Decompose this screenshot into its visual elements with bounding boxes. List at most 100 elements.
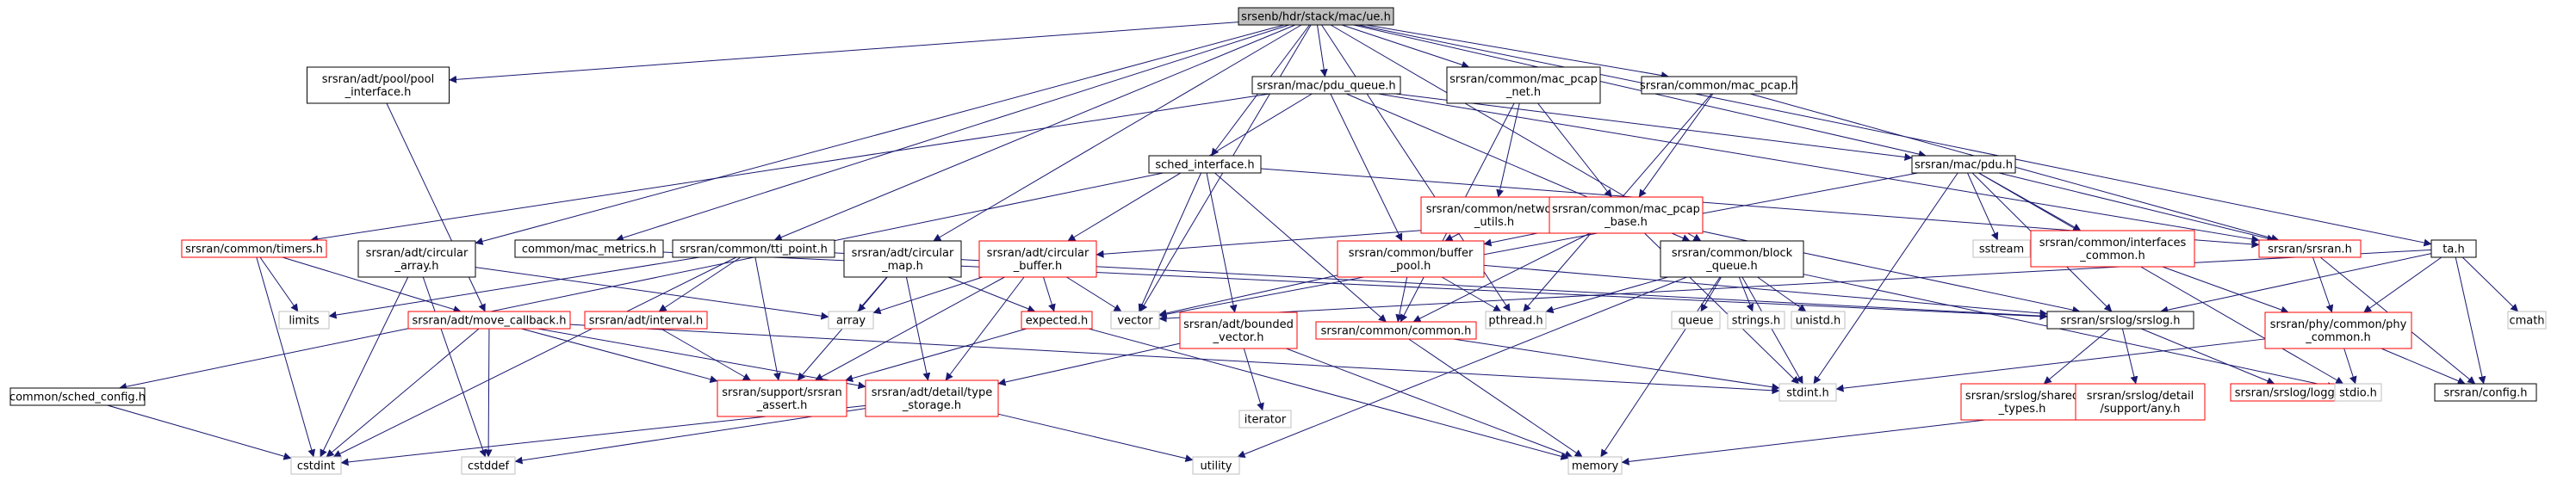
edge-pdu_queue-to-timers: [310, 93, 1270, 244]
edge-block_queue-to-pthread: [1545, 276, 1668, 314]
edge-buffer_pool-to-common_h: [1395, 276, 1408, 323]
node-logger[interactable]: srsran/srslog/logger.h: [2230, 383, 2361, 402]
edge-block_queue-to-stdio: [1803, 274, 2336, 390]
edge-pdu_queue-to-mac_pdu: [1395, 93, 1913, 161]
node-mac_pcap[interactable]: srsran/common/mac_pcap.h: [1640, 76, 1798, 95]
node-move_callback[interactable]: srsran/adt/move_callback.h: [407, 311, 571, 330]
node-label: srsran/adt/pool/pool: [322, 73, 434, 86]
node-circular_buffer[interactable]: srsran/adt/circular_buffer.h: [978, 240, 1097, 278]
node-sched_config[interactable]: common/sched_config.h: [9, 387, 146, 406]
node-box: [1727, 311, 1785, 330]
edge-bounded_vector-to-memory: [1286, 348, 1574, 459]
node-unistd: unistd.h: [1791, 311, 1846, 330]
edge-bounded_vector-to-iterator: [1243, 348, 1264, 411]
node-label: _types.h: [1998, 403, 2046, 416]
node-label: srsran/adt/bounded: [1183, 318, 1294, 331]
node-box: [1567, 456, 1623, 475]
edge-phy_common-to-stdint: [1835, 338, 2266, 392]
node-array: array: [828, 311, 874, 330]
node-block_queue[interactable]: srsran/common/block_queue.h: [1660, 240, 1804, 278]
edge-sched_interface-to-vector: [1138, 172, 1201, 312]
node-pool_interface[interactable]: srsran/adt/pool/pool_interface.h: [307, 66, 450, 104]
node-box: [1315, 321, 1477, 340]
edge-tti_point-to-interval: [658, 256, 742, 312]
node-box: [1238, 7, 1394, 26]
node-box: [1641, 76, 1797, 95]
node-label: _vector.h: [1213, 331, 1264, 344]
edge-sched_interface-to-bounded_vector: [1206, 172, 1238, 313]
node-label: srsran/common/interfaces: [2039, 237, 2187, 250]
node-detail_any[interactable]: srsran/srslog/detail/support/any.h: [2075, 383, 2206, 421]
node-box: [407, 311, 571, 330]
node-buffer_pool[interactable]: srsran/common/buffer_pool.h: [1337, 240, 1485, 278]
node-mac_pcap_net[interactable]: srsran/common/mac_pcap_net.h: [1446, 66, 1601, 104]
node-timers[interactable]: srsran/common/timers.h: [181, 239, 327, 258]
node-box: [1960, 383, 2084, 421]
node-interval[interactable]: srsran/adt/interval.h: [584, 311, 708, 330]
node-pdu_queue[interactable]: srsran/mac/pdu_queue.h: [1251, 76, 1401, 95]
node-config[interactable]: srsran/config.h: [2434, 383, 2537, 402]
edge-block_queue-to-strings: [1738, 276, 1754, 312]
node-label: common/sched_config.h: [9, 392, 146, 404]
node-label: srsran/common/timers.h: [185, 244, 323, 256]
node-box: [2264, 311, 2412, 349]
node-label: srsran/srslog/shared: [1965, 390, 2079, 403]
node-label: srsenb/hdr/stack/mac/ue.h: [1241, 11, 1391, 24]
node-label: array: [836, 315, 866, 328]
node-network_utils[interactable]: srsran/common/network_utils.h: [1420, 196, 1568, 234]
edge-move_callback-to-srsran_assert: [521, 328, 718, 384]
node-box: [1549, 196, 1704, 234]
node-box: [2334, 383, 2382, 402]
node-label: srsran/srslog/detail: [2087, 390, 2194, 403]
node-interfaces_common[interactable]: srsran/common/interfaces_common.h: [2030, 230, 2195, 268]
node-expected[interactable]: expected.h: [1021, 311, 1093, 330]
node-label: memory: [1572, 460, 1619, 473]
node-type_storage[interactable]: srsran/adt/detail/type_storage.h: [865, 379, 999, 417]
node-srsran_h[interactable]: srsran/srsran.h: [2258, 239, 2362, 258]
node-label: srsran/adt/circular: [366, 247, 469, 260]
edge-block_queue-to-utility: [1237, 276, 1687, 458]
node-label: _assert.h: [756, 399, 808, 412]
edge-root-to-circular_array: [475, 24, 1285, 245]
node-label: cstdint: [297, 460, 335, 473]
node-label: ta.h: [2443, 244, 2464, 256]
node-srsran_assert[interactable]: srsran/support/srsran_assert.h: [717, 379, 847, 417]
node-label: srsran/common/network: [1426, 203, 1563, 216]
node-mac_metrics[interactable]: common/mac_metrics.h: [514, 239, 664, 258]
node-circular_array[interactable]: srsran/adt/circular_array.h: [357, 240, 476, 278]
node-sched_interface[interactable]: sched_interface.h: [1148, 155, 1262, 174]
node-box: [1778, 383, 1837, 402]
node-pthread: pthread.h: [1485, 311, 1547, 330]
node-box: [2030, 230, 2195, 268]
edge-common_h-to-stdint: [1453, 338, 1780, 392]
node-box: [290, 456, 342, 475]
edge-root-to-pool_interface: [449, 22, 1239, 83]
node-shared_types[interactable]: srsran/srslog/shared_types.h: [1960, 383, 2084, 421]
edge-move_callback-to-stdint: [569, 324, 1780, 395]
edge-type_storage-to-utility: [997, 413, 1194, 463]
node-label: _base.h: [1604, 216, 1648, 229]
node-common_h[interactable]: srsran/common/common.h: [1315, 321, 1477, 340]
node-tti_point[interactable]: srsran/common/tti_point.h: [672, 239, 835, 258]
node-srslog[interactable]: srsran/srslog/srslog.h: [2046, 311, 2194, 330]
node-mac_pcap_base[interactable]: srsran/common/mac_pcap_base.h: [1549, 196, 1704, 234]
node-label: srsran/common/mac_pcap.h: [1640, 80, 1798, 93]
edge-network_utils-to-buffer_pool: [1444, 232, 1461, 242]
node-phy_common[interactable]: srsran/phy/common/phy_common.h: [2264, 311, 2412, 349]
node-label: srsran/adt/circular: [987, 247, 1089, 260]
node-label: utility: [1201, 460, 1232, 473]
node-label: _pool.h: [1390, 260, 1431, 273]
node-box: [2046, 311, 2194, 330]
node-mac_pdu[interactable]: srsran/mac/pdu.h: [1911, 155, 2016, 174]
node-bounded_vector[interactable]: srsran/adt/bounded_vector.h: [1179, 311, 1298, 349]
node-label: pthread.h: [1488, 315, 1542, 328]
node-root: srsenb/hdr/stack/mac/ue.h: [1238, 7, 1394, 26]
edge-mac_pcap_base-to-common_h: [1412, 232, 1591, 323]
node-label: queue: [1679, 315, 1714, 328]
node-box: [978, 240, 1097, 278]
edge-ta-to-cmath: [2461, 256, 2519, 312]
node-ta[interactable]: ta.h: [2430, 239, 2477, 258]
node-circular_map[interactable]: srsran/adt/circular_map.h: [843, 240, 962, 278]
node-label: srsran/adt/interval.h: [589, 315, 703, 328]
node-label: srsran/mac/pdu_queue.h: [1257, 80, 1395, 93]
